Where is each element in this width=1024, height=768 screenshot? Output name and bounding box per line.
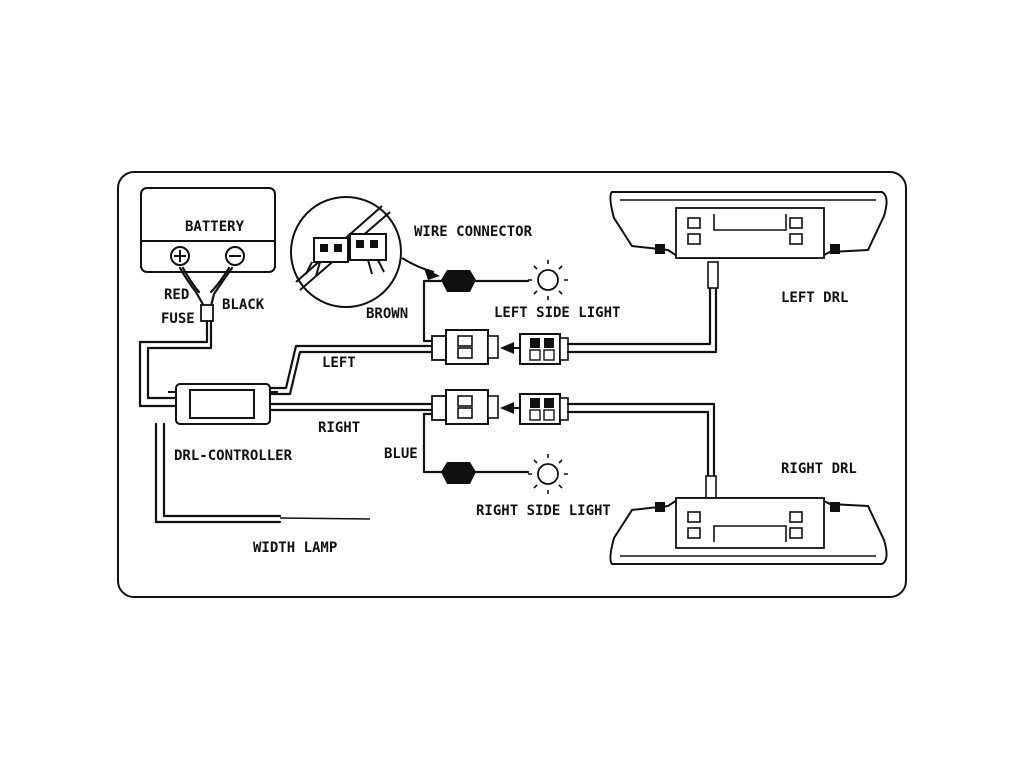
left-side-light-label: LEFT SIDE LIGHT — [494, 305, 620, 321]
fuse-label: FUSE — [161, 311, 195, 327]
red-wire — [178, 266, 208, 312]
drl-lamp-icon — [609, 497, 888, 565]
left-plug — [519, 333, 569, 365]
battery: BATTERY — [140, 187, 276, 273]
arrow-icon — [500, 342, 514, 354]
drl-controller — [168, 383, 278, 425]
connector-icon — [441, 462, 476, 484]
drl-lamp-icon — [609, 191, 888, 259]
diagram-frame — [117, 171, 907, 598]
black-wire — [208, 266, 234, 312]
bulb-icon — [528, 454, 568, 494]
right-wire-label: RIGHT — [318, 420, 360, 436]
left-connector — [431, 329, 499, 365]
left-wire-label: LEFT — [322, 355, 356, 371]
right-drl-label: RIGHT DRL — [781, 461, 857, 477]
right-plug — [519, 393, 569, 425]
bulb-icon — [528, 260, 568, 300]
minus-icon — [225, 246, 245, 266]
arrow-icon — [500, 402, 514, 414]
left-drl-label: LEFT DRL — [781, 290, 848, 306]
connector-icon — [441, 270, 476, 292]
blue-label: BLUE — [384, 446, 418, 462]
fuse — [200, 304, 214, 322]
width-lamp-label: WIDTH LAMP — [253, 540, 337, 556]
right-side-light-label: RIGHT SIDE LIGHT — [476, 503, 611, 519]
brown-label: BROWN — [366, 306, 408, 322]
arrow-icon — [424, 268, 440, 280]
battery-label: BATTERY — [185, 219, 245, 235]
red-label: RED — [164, 287, 189, 303]
controller-label: DRL-CONTROLLER — [174, 448, 293, 464]
plus-icon — [170, 246, 190, 266]
right-connector — [431, 389, 499, 425]
magnifier-icon — [290, 196, 402, 308]
wire-connector-label: WIRE CONNECTOR — [414, 224, 533, 240]
black-label: BLACK — [222, 297, 265, 313]
